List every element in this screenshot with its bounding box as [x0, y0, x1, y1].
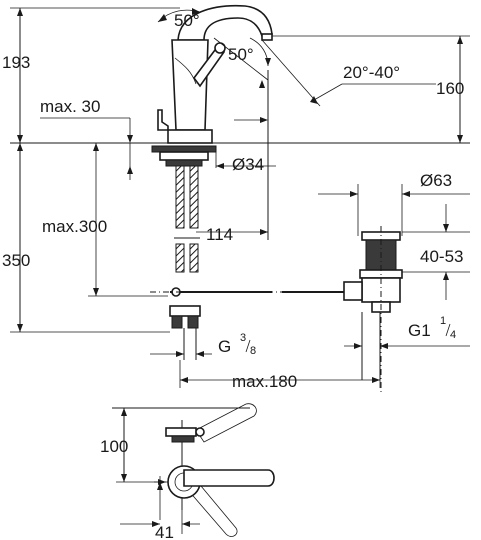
label-dia-waste: Ø63	[420, 171, 452, 190]
under-counter-assembly	[151, 145, 217, 360]
dimension-max300: max.300	[42, 143, 168, 297]
dimension-dia34: Ø34	[215, 150, 276, 174]
dimension-40-53: 40-53	[402, 204, 470, 300]
label-thread-supply-main: G	[218, 337, 231, 356]
dimension-41: 41	[120, 498, 200, 540]
label-plan-depth: 100	[100, 437, 128, 456]
label-dia-body: Ø34	[232, 155, 264, 174]
faucet-body	[157, 4, 273, 144]
dimension-160: 160	[272, 35, 470, 143]
svg-text:G1: G1	[408, 321, 431, 340]
dimension-100: 100	[100, 408, 168, 483]
pull-rod	[150, 287, 356, 297]
label-spout-angle: 50°	[174, 11, 200, 30]
label-height-spout: 160	[436, 79, 464, 98]
label-thread-waste-num: 1	[440, 315, 446, 327]
label-max-thickness: max. 30	[40, 97, 100, 116]
label-plan-offset: 41	[155, 523, 174, 540]
tilt-range: 20°-40°	[234, 39, 436, 143]
waste-assembly	[343, 226, 403, 392]
angle-spout: 50°	[157, 8, 201, 30]
dimension-max180: max.180	[179, 360, 381, 391]
label-height-total: 193	[2, 53, 30, 72]
label-thread-waste-den: 4	[450, 329, 456, 341]
angle-lever: 50°	[213, 37, 271, 81]
label-thread-waste-main: G1	[408, 321, 431, 340]
thread-supply: G 3 8	[150, 332, 256, 357]
label-tilt-range: 20°-40°	[343, 63, 400, 82]
dimension-350: 350	[2, 143, 170, 333]
label-max-rod: max.300	[42, 217, 107, 236]
dimension-max30: max. 30	[40, 97, 133, 180]
label-max-pullrod: max.180	[232, 372, 297, 391]
label-height-below: 350	[2, 251, 30, 270]
label-spout-reach: 114	[206, 225, 233, 244]
svg-text:G: G	[218, 337, 231, 356]
dimension-dia63: Ø63	[318, 171, 470, 236]
plan-view	[112, 403, 275, 537]
label-thread-supply-den: 8	[250, 345, 256, 357]
label-lever-angle: 50°	[228, 45, 254, 64]
dimension-114: 114	[196, 143, 269, 244]
dimension-193: 193	[2, 7, 180, 143]
label-thread-supply-num: 3	[240, 332, 246, 344]
thread-waste: G1 1 4	[344, 315, 470, 349]
label-waste-range: 40-53	[420, 247, 463, 266]
